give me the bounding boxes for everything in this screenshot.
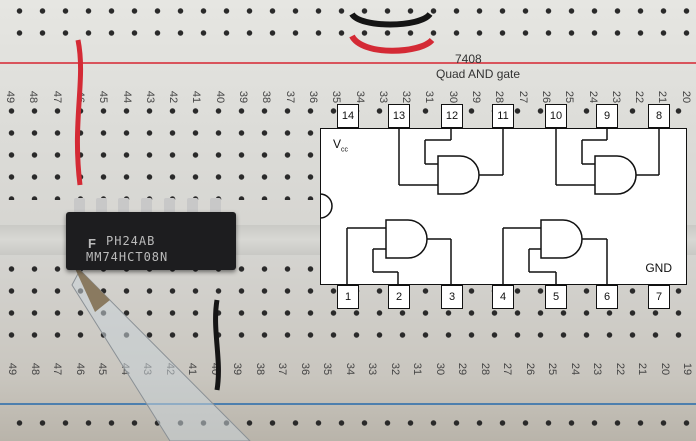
top-rail-red-line (0, 62, 696, 64)
pin-11: 11 (492, 104, 514, 128)
pin-6: 6 (596, 285, 618, 309)
pin-8: 8 (648, 104, 670, 128)
pin-14: 14 (337, 104, 359, 128)
red-jumper-wire (74, 39, 84, 186)
pin-2: 2 (388, 285, 410, 309)
vcc-label-main: V (333, 137, 342, 151)
pin-1: 1 (337, 285, 359, 309)
pen-tip (72, 262, 110, 312)
and-gate-bottom-left (384, 218, 428, 259)
chip-marking-line1: PH24AB (106, 234, 156, 248)
pin-4: 4 (492, 285, 514, 309)
pin-9: 9 (596, 104, 618, 128)
part-number: 7408 (455, 52, 482, 66)
pin-10: 10 (545, 104, 567, 128)
chip-logo-icon: F (88, 236, 96, 251)
pinout-diagram: Vcc GND (319, 127, 687, 285)
pin-12: 12 (441, 104, 463, 128)
pin-5: 5 (545, 285, 567, 309)
and-gate-top-left (436, 154, 480, 195)
red-jumper-wire-top (349, 34, 435, 54)
gate-schematic (319, 127, 660, 285)
top-power-rail-holes (0, 0, 696, 50)
vcc-label-sub: cc (341, 146, 349, 154)
pin-7: 7 (648, 285, 670, 309)
and-gate-top-right (593, 154, 637, 195)
gnd-label: GND (645, 261, 672, 275)
notch-icon (319, 192, 333, 219)
chip-marking-line2: MM74HCT08N (86, 250, 169, 264)
part-description: Quad AND gate (436, 67, 521, 81)
black-wire-bottom (213, 299, 221, 391)
and-gate-bottom-right (539, 218, 583, 259)
pin-3: 3 (441, 285, 463, 309)
vcc-label: Vcc (333, 137, 348, 153)
bottom-rail-blue-line (0, 403, 696, 405)
black-jumper-wire-top (349, 11, 433, 28)
bottom-power-rail-holes (0, 412, 696, 441)
pin-13: 13 (388, 104, 410, 128)
pen-body (71, 269, 251, 441)
